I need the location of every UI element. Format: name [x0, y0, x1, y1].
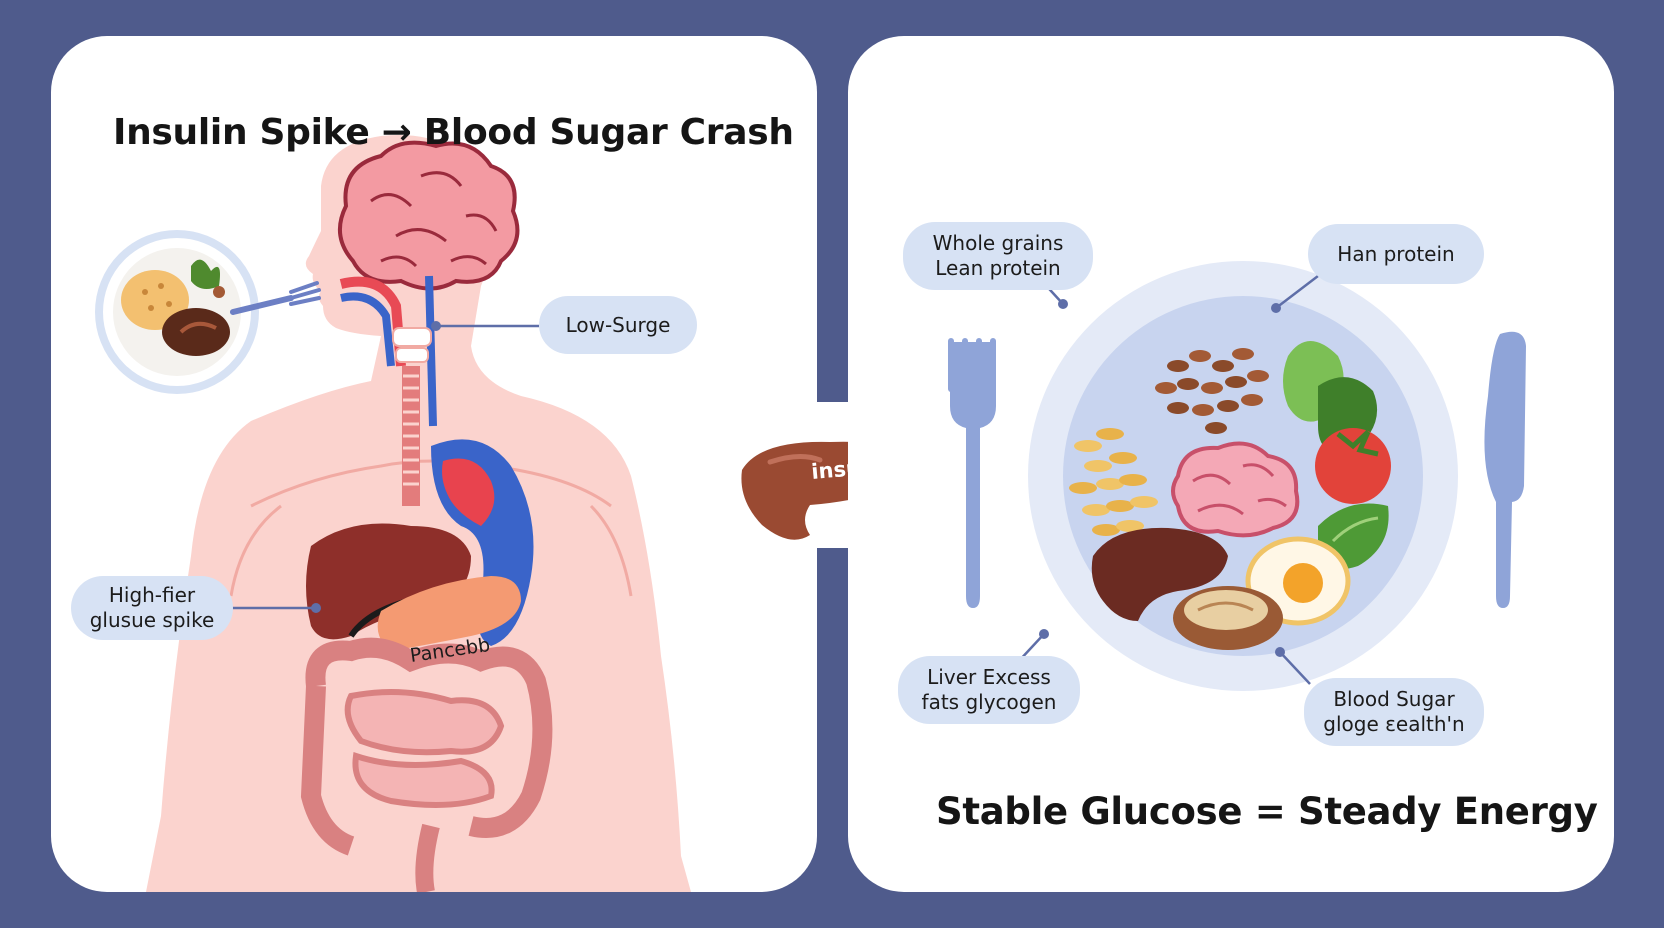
pancreas-organ — [377, 576, 521, 651]
meal-plate-icon — [95, 230, 259, 394]
blood-sugar-line-2: gloge ɛealth'n — [1323, 712, 1465, 736]
fork-icon — [230, 281, 321, 315]
liver-excess-line-2: fats glycogen — [921, 690, 1057, 714]
han-protein-text: Han protein — [1337, 241, 1455, 266]
beans-icon — [1155, 348, 1269, 434]
liver-excess-label: Liver Excess fats glycogen — [898, 656, 1080, 724]
bread-icon — [1173, 586, 1283, 650]
left-panel: Pancebb Insulin Spike → Blood Sugar Cras… — [51, 36, 817, 892]
whole-grains-line-1: Whole grains — [932, 231, 1064, 255]
han-protein-label: Han protein — [1308, 224, 1484, 284]
fork-icon — [948, 338, 996, 608]
liver-icon — [1091, 527, 1228, 621]
knife-icon — [1484, 331, 1526, 608]
blood-sugar-label: Blood Sugar gloge ɛealth'n — [1304, 678, 1484, 746]
body-anatomy-illustration: Pancebb — [95, 135, 691, 892]
low-surge-text: Low-Surge — [565, 312, 671, 337]
low-surge-label: Low-Surge — [539, 296, 697, 354]
body-silhouette — [146, 135, 691, 892]
intestines-icon — [300, 637, 553, 892]
whole-grains-label: Whole grains Lean protein — [903, 222, 1093, 290]
blood-sugar-line-1: Blood Sugar — [1333, 687, 1455, 711]
tomato-icon — [1315, 428, 1391, 504]
whole-grains-line-2: Lean protein — [935, 256, 1061, 280]
high-fiber-line-1: High-fier — [108, 583, 196, 607]
brain-icon — [1171, 441, 1300, 538]
high-fiber-label: High-fier glusue spike — [71, 576, 233, 640]
liver-excess-line-1: Liver Excess — [927, 665, 1051, 689]
brain-icon — [337, 140, 520, 291]
right-panel-title: Stable Glucose = Steady Energy — [936, 790, 1598, 833]
right-panel: Whole grains Lean protein Han protein Li… — [848, 36, 1614, 892]
balanced-plate-illustration — [948, 261, 1526, 691]
high-fiber-line-2: glusue spike — [89, 608, 215, 632]
grains-icon — [1069, 428, 1158, 536]
left-panel-title: Insulin Spike → Blood Sugar Crash — [113, 112, 794, 153]
